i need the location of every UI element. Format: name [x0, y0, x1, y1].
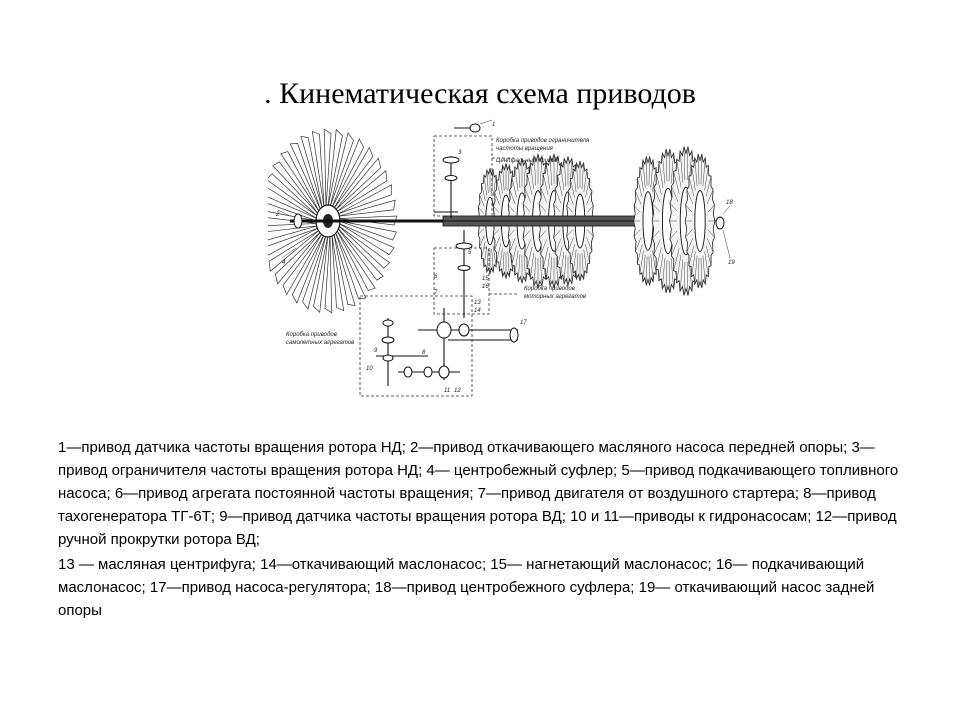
label-central-drive: Центральный привод — [496, 157, 558, 164]
callout-4: 4 — [282, 260, 286, 266]
drive-gears — [293, 123, 725, 379]
callout-3: 3 — [458, 150, 462, 156]
label-top-box-1: Коробка приводов ограничителя — [496, 138, 590, 144]
label-lower-box-1: Коробка приводов — [286, 332, 337, 338]
callout-8: 8 — [422, 350, 426, 356]
callout-13: 13 — [474, 300, 481, 306]
callout-16: 16 — [482, 284, 489, 290]
callout-11: 11 — [444, 388, 450, 394]
fan-blades — [268, 128, 398, 314]
callout-12: 12 — [454, 388, 461, 394]
callout-14: 14 — [474, 308, 481, 314]
slide-title: . Кинематическая схема приводов — [264, 77, 696, 110]
label-upper-box-2: моторных агрегатов — [524, 294, 586, 300]
callout-5: 5 — [468, 250, 472, 256]
callout-18: 18 — [726, 200, 733, 206]
callout-15: 15 — [482, 276, 489, 282]
caption-paragraph-1: 1—привод датчика частоты вращения ротора… — [58, 439, 899, 548]
label-upper-box-1: Коробка приводов — [524, 286, 575, 292]
callout-19: 19 — [728, 260, 735, 266]
kinematic-diagram: Коробка приводов ограничителя частоты вр… — [268, 118, 750, 402]
caption: 1—привод датчика частоты вращения ротора… — [58, 436, 908, 622]
fan-hub — [290, 204, 443, 238]
label-top-box-2: частоты вращения — [496, 146, 554, 152]
callout-6: 6 — [434, 274, 438, 280]
callout-7: 7 — [434, 290, 438, 296]
callout-10: 10 — [366, 366, 373, 372]
label-lower-box-2: самолетных агрегатов — [286, 340, 354, 346]
callout-2: 2 — [275, 212, 280, 218]
callout-17: 17 — [520, 320, 527, 326]
callout-9: 9 — [374, 348, 378, 354]
caption-paragraph-2: 13 — масляная центрифуга; 14—откачивающи… — [58, 556, 875, 619]
turbine-discs — [633, 146, 716, 296]
callout-1: 1 — [492, 122, 495, 128]
pointer-lines — [277, 119, 731, 259]
